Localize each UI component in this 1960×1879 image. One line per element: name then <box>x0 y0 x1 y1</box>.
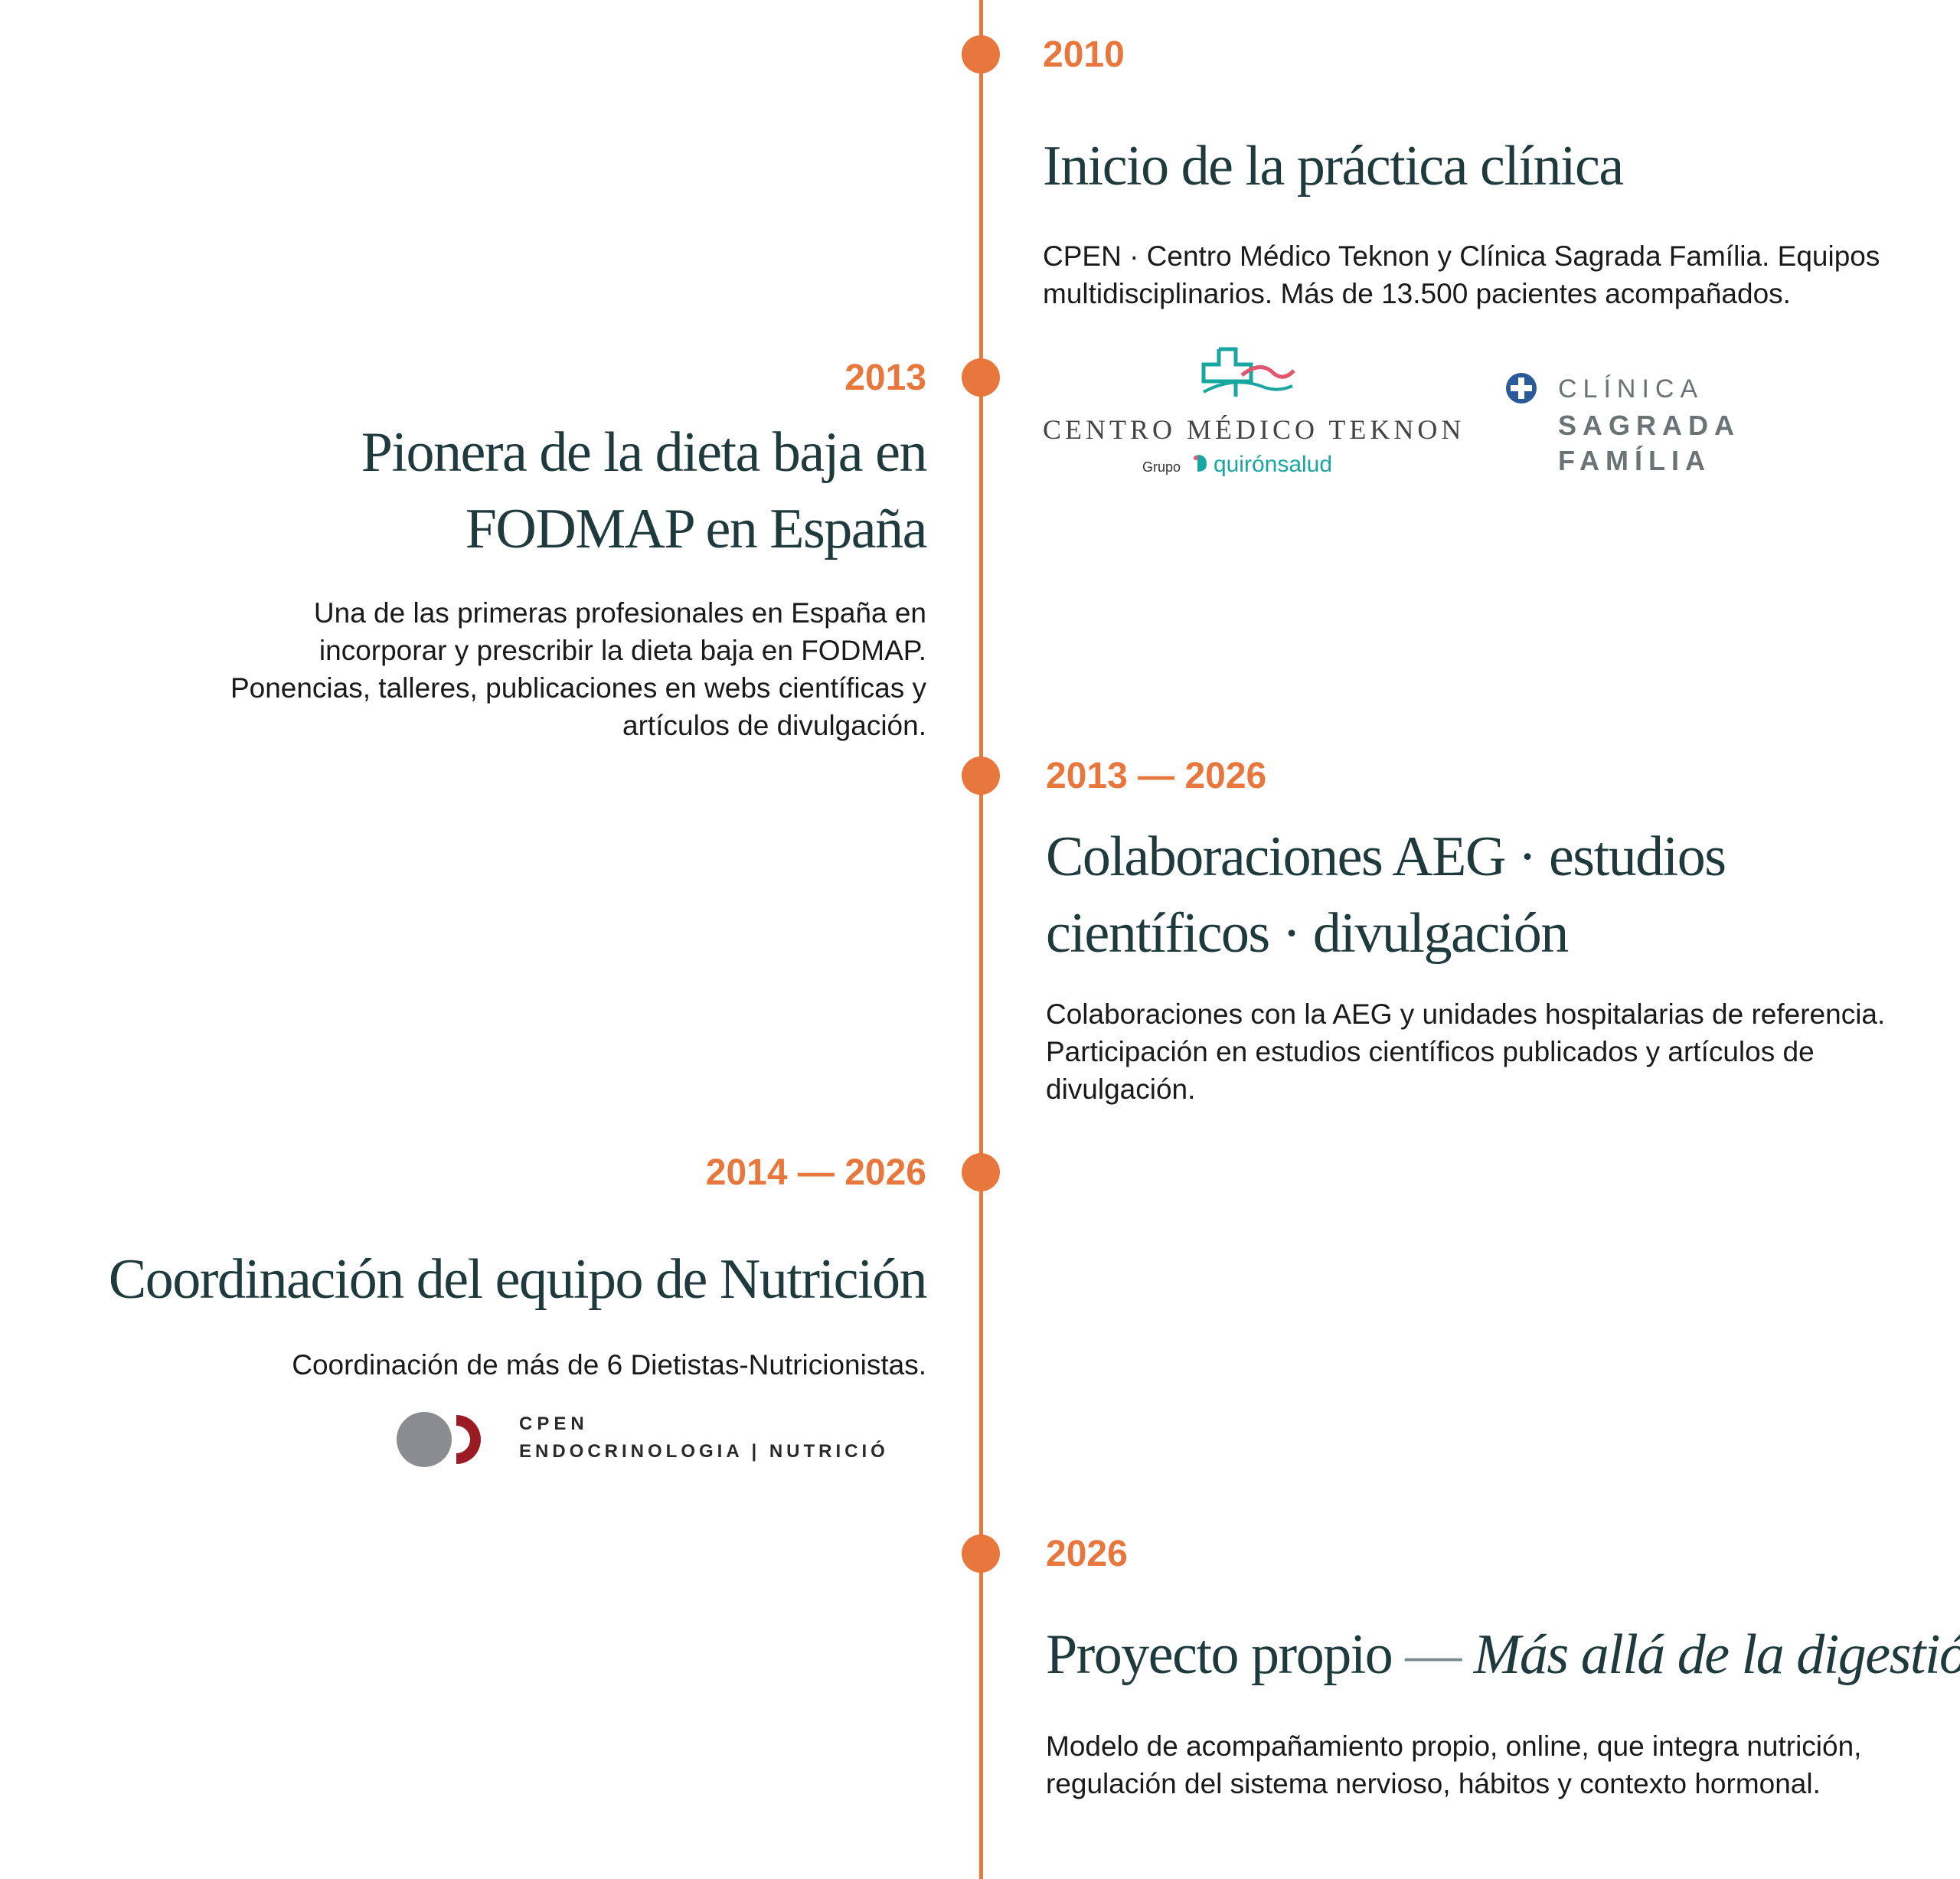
entry-year: 2013 <box>844 358 926 398</box>
entry-title-line1: Pionera de la dieta baja en <box>361 421 928 484</box>
entry-year: 2013 — 2026 <box>1046 756 1267 796</box>
entry-title-dash: — <box>1405 1623 1462 1686</box>
entry-year: 2010 <box>1043 34 1125 75</box>
teknon-group-label: Grupo <box>1142 459 1181 475</box>
entry-description: Una de las primeras profesionales en Esp… <box>230 597 926 741</box>
entry-title-main: Proyecto propio <box>1046 1623 1393 1686</box>
sagrada-line3: FAMÍLIA <box>1558 445 1711 476</box>
sagrada-line1: CLÍNICA <box>1558 374 1704 404</box>
teknon-logo: CENTRO MÉDICO TEKNON Grupo quirónsalud <box>1043 345 1465 482</box>
entry-title-line1: Colaboraciones AEG · estudios <box>1046 825 1726 888</box>
entry-year: 2026 <box>1046 1534 1128 1574</box>
entry-title-line2: FODMAP en España <box>465 498 928 560</box>
timeline-dot-2013 <box>962 358 1000 397</box>
entry-description: Colaboraciones con la AEG y unidades hos… <box>1046 998 1886 1105</box>
teknon-name: CENTRO MÉDICO TEKNON <box>1043 414 1465 445</box>
sagrada-line2: SAGRADA <box>1558 410 1741 441</box>
teknon-cross-wave-icon <box>1201 347 1295 397</box>
entry-title-italic: Más allá de la digestión <box>1473 1623 1960 1686</box>
sagrada-cross-icon <box>1506 373 1537 404</box>
cpen-circles-icon <box>397 1412 481 1467</box>
cpen-logo: CPEN ENDOCRINOLOGIA | NUTRICIÓ <box>397 1409 933 1470</box>
timeline-line <box>979 0 983 1879</box>
cpen-line1: CPEN <box>519 1413 589 1434</box>
teknon-group: Grupo quirónsalud <box>1142 452 1332 478</box>
quironsalud-icon <box>1194 455 1207 472</box>
entry-title: Coordinación del equipo de Nutrición <box>108 1248 928 1311</box>
timeline-dot-2026 <box>962 1534 1000 1573</box>
timeline-dot-2013-2026 <box>962 757 1000 795</box>
entry-description: Modelo de acompañamiento propio, online,… <box>1046 1730 1862 1799</box>
entry-description: CPEN · Centro Médico Teknon y Clínica Sa… <box>1043 240 1880 309</box>
entry-title: Inicio de la práctica clínica <box>1043 135 1624 198</box>
teknon-group-name: quirónsalud <box>1213 452 1333 477</box>
entry-description: Coordinación de más de 6 Dietistas-Nutri… <box>292 1349 926 1381</box>
cpen-line2: ENDOCRINOLOGIA | NUTRICIÓ <box>519 1441 889 1462</box>
timeline-dot-2014-2026 <box>962 1153 1000 1191</box>
timeline-dot-2010 <box>962 35 1000 74</box>
entry-year: 2014 — 2026 <box>705 1152 926 1193</box>
entry-title: Proyecto propio — Más allá de la digesti… <box>1046 1616 1960 1694</box>
entry-title-line2: científicos · divulgación <box>1046 902 1569 965</box>
sagrada-familia-logo: CLÍNICA SAGRADA FAMÍLIA <box>1504 371 1765 479</box>
